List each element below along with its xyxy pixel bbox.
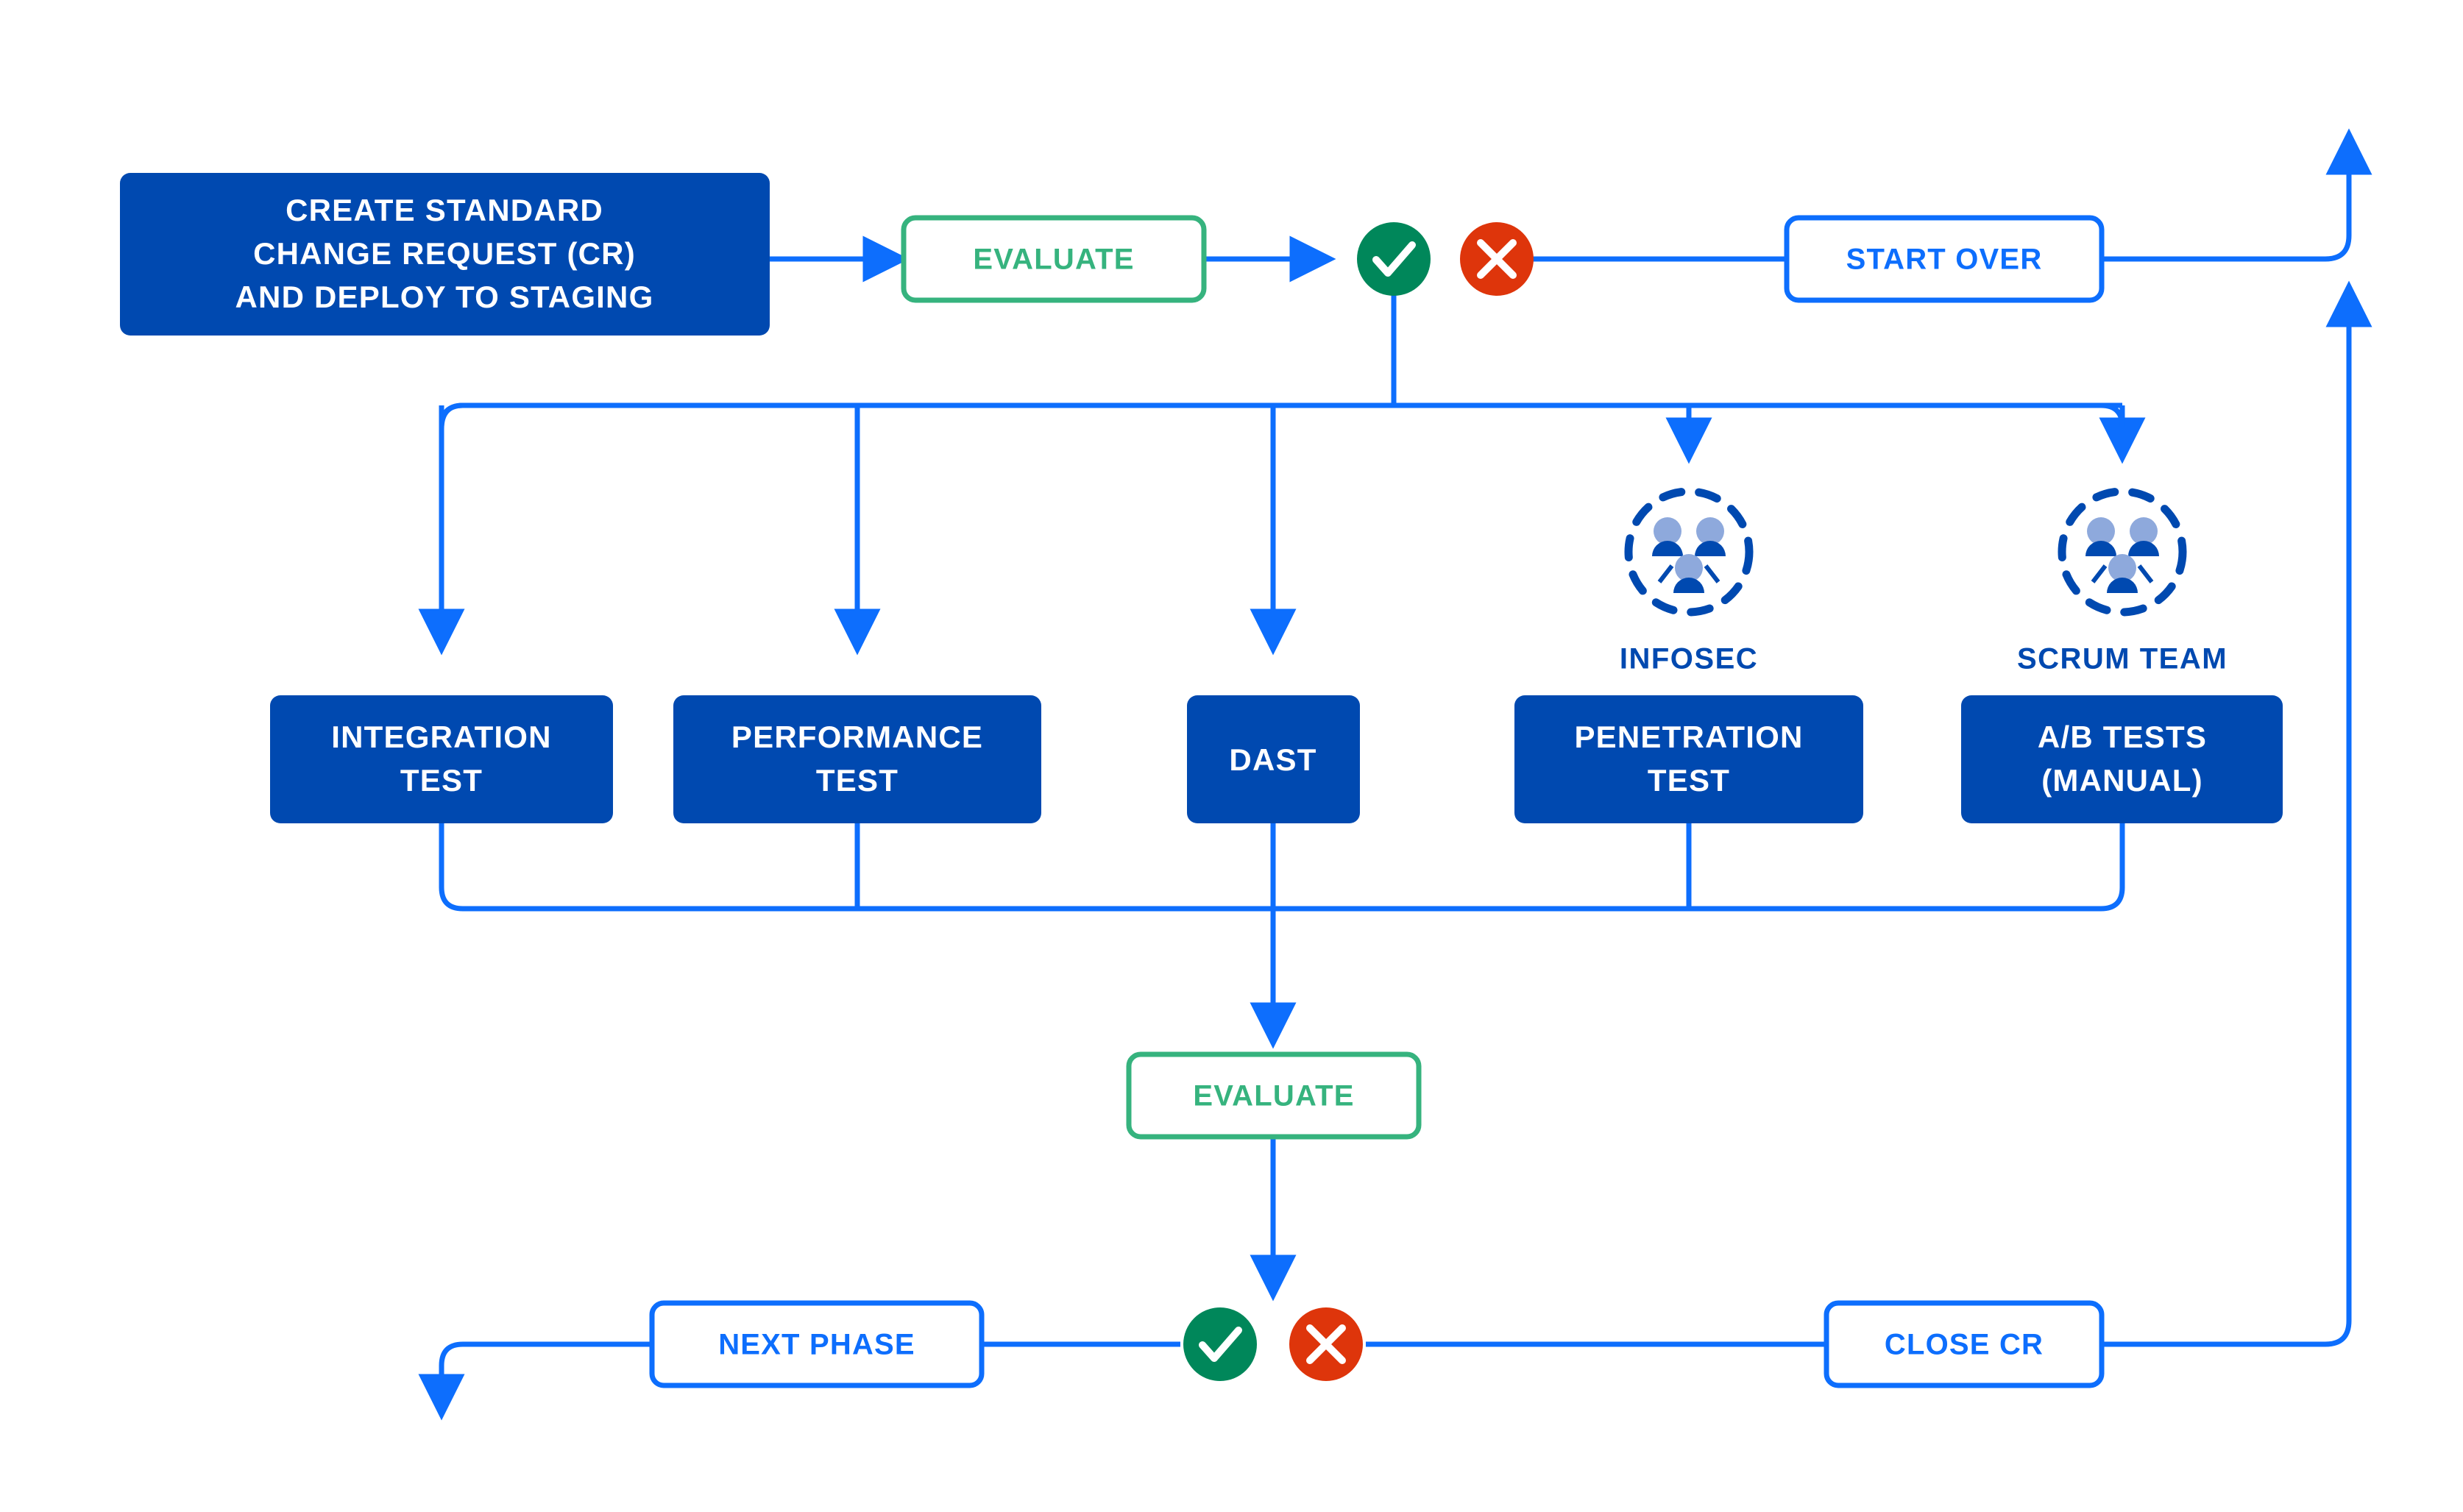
ab-tests-line-2: (MANUAL): [2041, 763, 2203, 798]
edge-bar-to-integration-test: [442, 402, 463, 647]
scrum-team-label: SCRUM TEAM: [2017, 643, 2228, 675]
connector-layer: [418, 128, 2372, 1421]
start-over-label: START OVER: [1846, 244, 2043, 276]
create-cr-line-1: CREATE STANDARD: [286, 193, 603, 227]
next-phase-label: NEXT PHASE: [718, 1329, 915, 1361]
evaluate-2-label: EVALUATE: [1193, 1080, 1354, 1112]
check-icon: [1372, 241, 1416, 277]
create-cr-line-2: CHANGE REQUEST (CR): [253, 236, 636, 271]
node-penetration-test[interactable]: PENETRATION TEST: [1514, 695, 1863, 823]
node-evaluate-2[interactable]: EVALUATE: [1126, 1051, 1422, 1140]
edge-integration-test-to-collector: [439, 823, 464, 912]
node-ab-tests[interactable]: A/B TESTS (MANUAL): [1961, 695, 2283, 823]
distribution-bar-right-corner: [2100, 402, 2125, 441]
actor-scrum-team[interactable]: SCRUM TEAM: [2017, 487, 2228, 675]
penetration-test-line-2: TEST: [1648, 763, 1730, 798]
decision-1-fail[interactable]: [1460, 222, 1534, 296]
integration-test-line-2: TEST: [400, 763, 483, 798]
evaluate-1-label: EVALUATE: [973, 244, 1134, 276]
cross-icon: [1477, 239, 1517, 279]
performance-test-line-2: TEST: [816, 763, 899, 798]
node-close-cr[interactable]: CLOSE CR: [1824, 1300, 2105, 1388]
edge-startover-to-top-return: [2102, 128, 2372, 262]
decision-1-pass[interactable]: [1357, 222, 1431, 296]
node-performance-test[interactable]: PERFORMANCE TEST: [673, 695, 1041, 823]
node-start-over[interactable]: START OVER: [1784, 215, 2105, 303]
penetration-test-line-1: PENETRATION: [1574, 720, 1803, 754]
edge-closecr-to-return: [2102, 280, 2372, 1347]
edge-abtests-to-collector: [2100, 823, 2125, 912]
close-cr-label: CLOSE CR: [1885, 1329, 2044, 1361]
performance-test-line-1: PERFORMANCE: [731, 720, 983, 754]
create-cr-line-3: AND DEPLOY TO STAGING: [235, 280, 654, 314]
team-group-dashed-circle-icon: [2058, 487, 2187, 617]
dast-label: DAST: [1229, 742, 1316, 777]
check-icon: [1199, 1327, 1242, 1362]
integration-test-line-1: INTEGRATION: [331, 720, 551, 754]
team-group-dashed-circle-icon: [1624, 487, 1754, 617]
decision-2-fail[interactable]: [1289, 1307, 1363, 1381]
node-create-cr[interactable]: CREATE STANDARD CHANGE REQUEST (CR) AND …: [120, 173, 770, 336]
node-dast[interactable]: DAST: [1187, 695, 1360, 823]
node-evaluate-1[interactable]: EVALUATE: [901, 215, 1207, 303]
ab-tests-line-1: A/B TESTS: [2038, 720, 2207, 754]
decision-2-pass[interactable]: [1183, 1307, 1257, 1381]
actor-infosec[interactable]: INFOSEC: [1620, 487, 1758, 675]
cross-icon: [1306, 1324, 1346, 1364]
node-next-phase[interactable]: NEXT PHASE: [649, 1300, 985, 1388]
node-integration-test[interactable]: INTEGRATION TEST: [270, 695, 613, 823]
distribution-bar-left-corner: [439, 402, 464, 441]
infosec-label: INFOSEC: [1620, 643, 1758, 675]
edge-nextphase-to-exit: [418, 1341, 652, 1421]
